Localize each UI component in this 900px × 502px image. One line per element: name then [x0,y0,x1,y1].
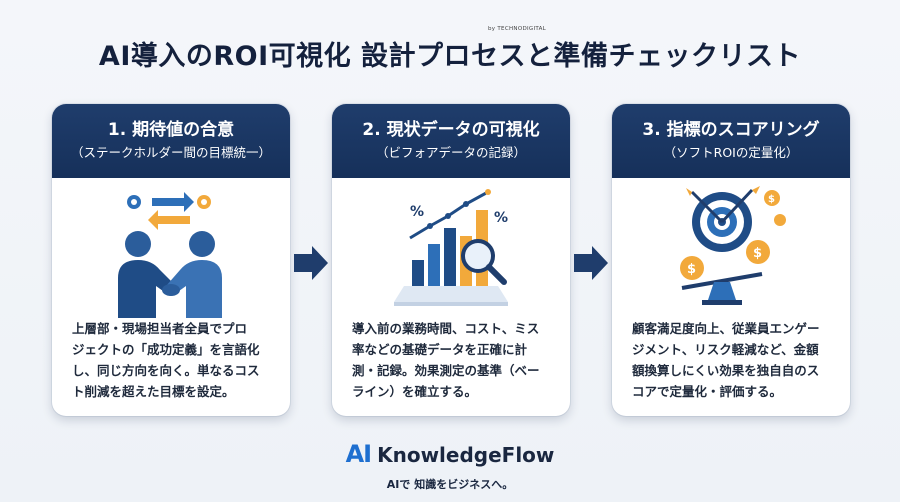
svg-text:$: $ [687,262,696,277]
target-scale-icon: $ $ $ [612,178,850,318]
card-body-line: ライン）を確立する。 [352,384,478,399]
card-body-line: 額換算しにくい効果を独自自のス [632,363,820,378]
card-body-line: 率などの基礎データを正確に計 [352,342,528,357]
svg-text:%: % [410,204,424,220]
card-body: 導入前の業務時間、コスト、ミス 率などの基礎データを正確に計 測・記録。効果測定… [332,318,570,402]
arrow-right-icon [294,244,328,282]
card-body-line: し、同じ方向を向く。単なるコス [72,363,260,378]
step-card-1: 1. 期待値の合意 （ステークホルダー間の目標統一） [52,104,290,416]
step-card-2: 2. 現状データの可視化 （ビフォアデータの記録） % % [332,104,570,416]
brand-mark: AI [345,440,372,468]
card-title: 2. 現状データの可視化 [362,120,540,140]
card-body-line: ジメント、リスク軽減など、金額 [632,342,819,357]
svg-text:$: $ [768,194,775,205]
card-body-line: コアで定量化・評価する。 [632,384,783,399]
card-title: 3. 指標のスコアリング [642,120,820,140]
brand-logo: AI KnowledgeFlow [0,440,900,468]
svg-text:%: % [494,210,508,226]
card-subtitle: （ソフトROIの定量化） [663,145,799,160]
card-body-line: 顧客満足度向上、従業員エンゲー [632,321,820,336]
brand-byline: by TECHNODIGITAL [488,26,547,32]
chart-magnifier-icon: % % [332,178,570,318]
card-body: 上層部・現場担当者全員でプロ ジェクトの「成功定義」を言語化 し、同じ方向を向く… [52,318,290,402]
card-subtitle: （ステークホルダー間の目標統一） [70,145,271,160]
card-body-line: 導入前の業務時間、コスト、ミス [352,321,540,336]
card-title: 1. 期待値の合意 [107,120,235,140]
page-title: AI導入のROI可視化 設計プロセスと準備チェックリスト [98,41,802,72]
card-body-line: ジェクトの「成功定義」を言語化 [72,342,260,357]
arrow-right-icon [574,244,608,282]
brand-name: KnowledgeFlow [377,443,555,467]
brand-tagline: AIで 知識をビジネスへ。 [386,478,514,491]
card-body-line: 上層部・現場担当者全員でプロ [72,321,248,336]
card-body-line: 測・記録。効果測定の基準（ベー [352,363,540,378]
card-body-line: ト削減を超えた目標を設定。 [72,384,235,399]
card-subtitle: （ビフォアデータの記録） [375,145,526,160]
card-body: 顧客満足度向上、従業員エンゲー ジメント、リスク軽減など、金額 額換算しにくい効… [612,318,850,402]
handshake-icon [52,178,290,318]
card-header: 3. 指標のスコアリング （ソフトROIの定量化） [612,104,850,178]
step-card-3: 3. 指標のスコアリング （ソフトROIの定量化） $ $ [612,104,850,416]
svg-text:$: $ [753,246,762,261]
card-header: 2. 現状データの可視化 （ビフォアデータの記録） [332,104,570,178]
card-header: 1. 期待値の合意 （ステークホルダー間の目標統一） [52,104,290,178]
